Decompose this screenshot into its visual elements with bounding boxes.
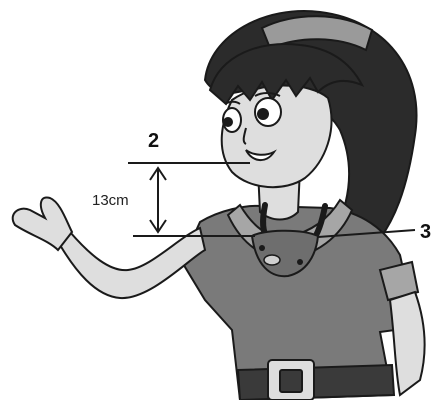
character-hand [11, 196, 74, 252]
character-eyes [222, 92, 282, 133]
character-right-arm [388, 290, 426, 397]
device-leader-line [317, 229, 416, 238]
headband [260, 15, 374, 52]
distance-arrow [149, 166, 167, 234]
character-nose [242, 127, 247, 145]
character-belt [236, 363, 396, 400]
character-bangs [208, 43, 365, 106]
distance-label: 13cm [92, 192, 129, 209]
sleeve-band [378, 260, 420, 302]
character-shirt [180, 204, 412, 400]
character-mouth [245, 149, 277, 161]
callout-label-mouth: 2 [148, 130, 159, 152]
callout-label-device: 3 [420, 221, 431, 243]
neck-device [250, 229, 320, 278]
character-left-arm [58, 226, 207, 300]
